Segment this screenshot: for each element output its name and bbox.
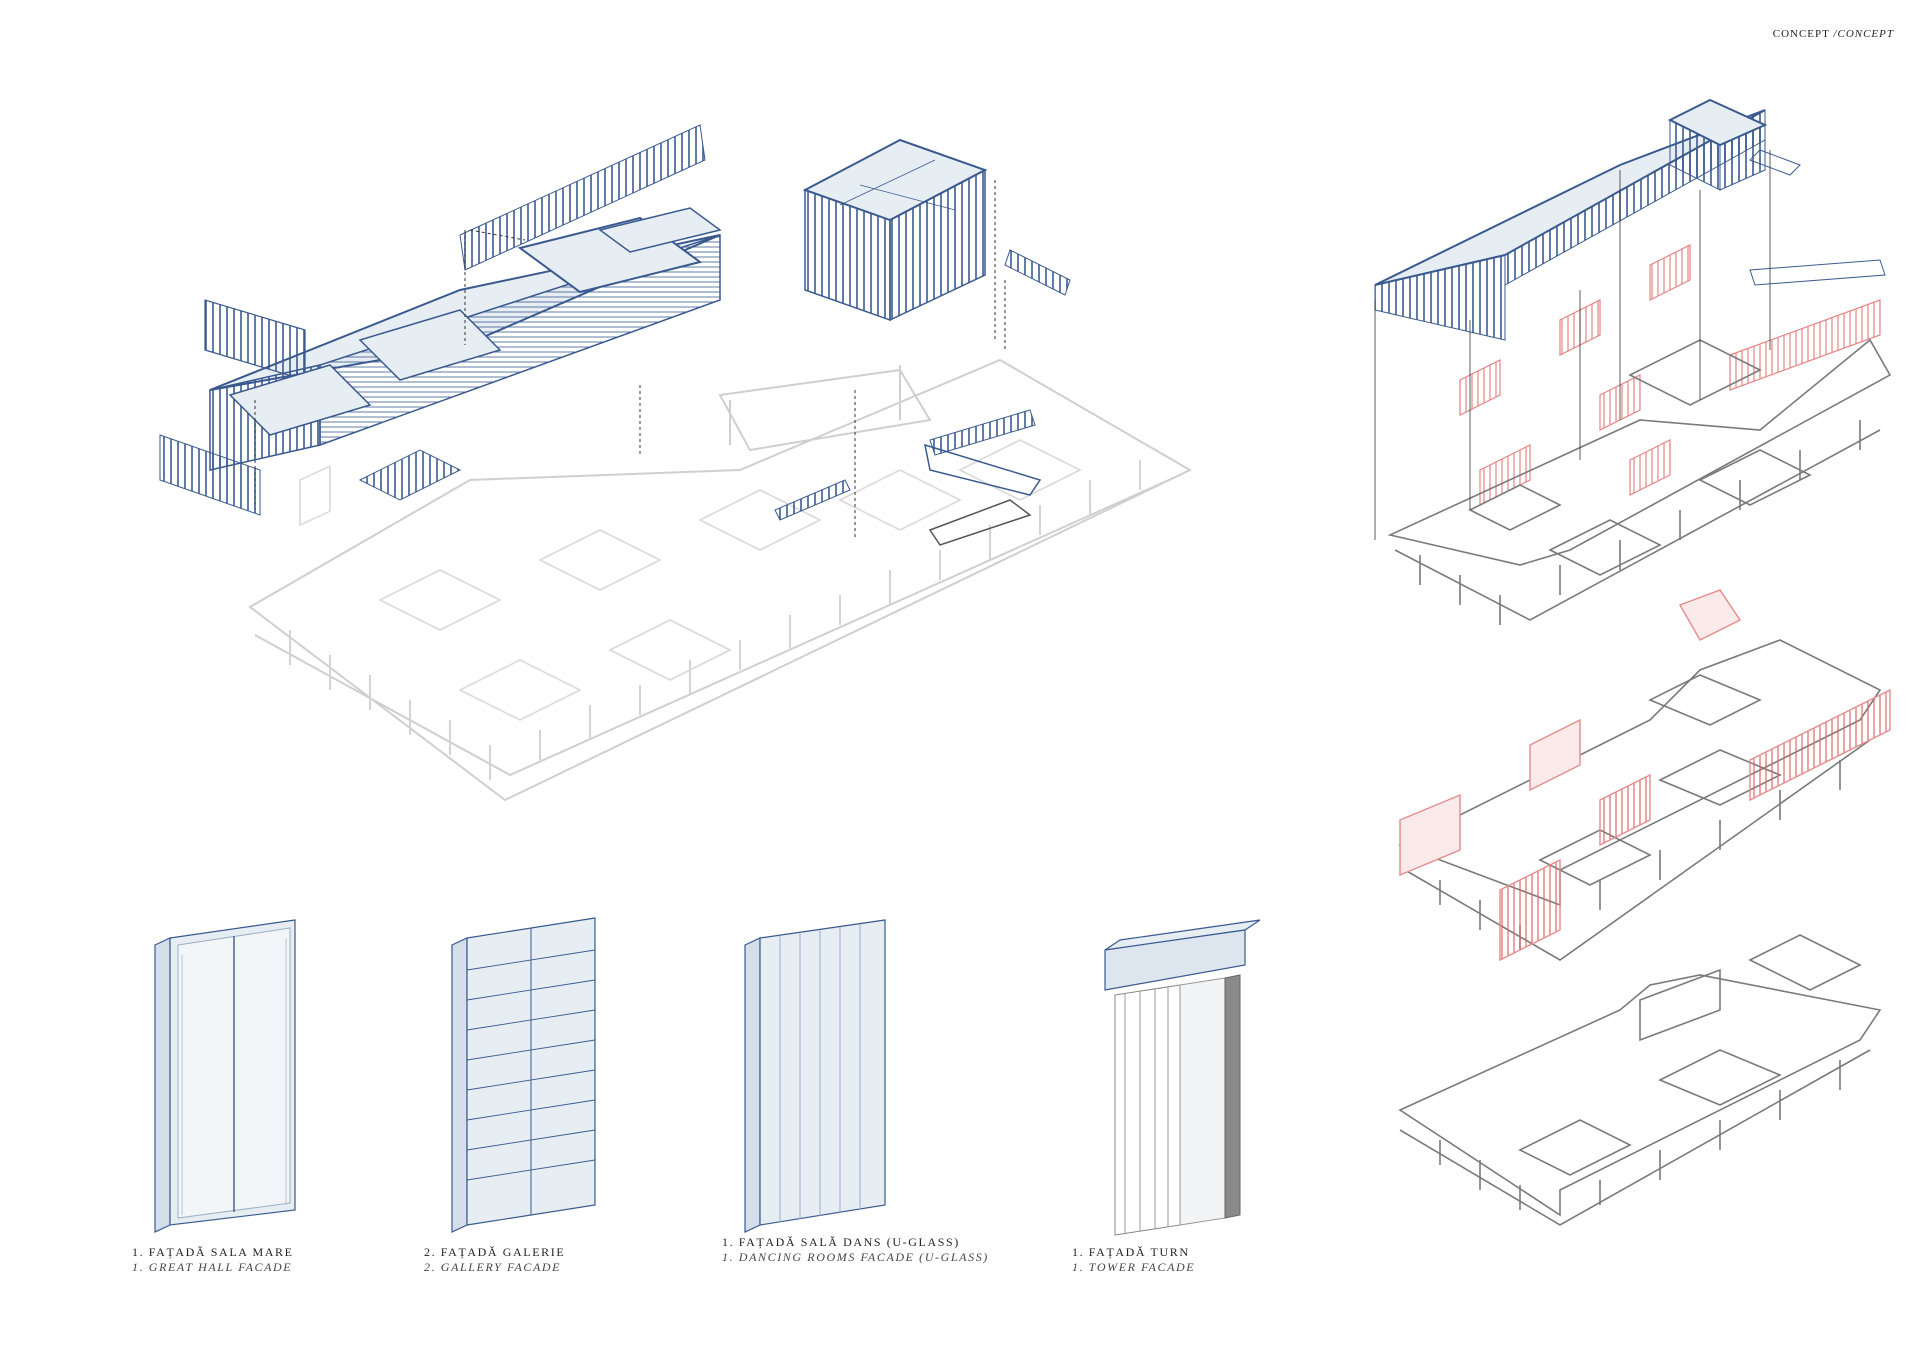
axonometric-stack-top xyxy=(1374,98,1892,625)
header-subtitle: /CONCEPT xyxy=(1833,28,1894,40)
caption-en: 1. GREAT HALL FACADE xyxy=(132,1260,293,1274)
caption-tower: 1. FAȚADĂ TURN 1. TOWER FACADE xyxy=(1072,1245,1195,1275)
caption-en: 1. DANCING ROOMS FACADE (U-GLASS) xyxy=(722,1250,989,1264)
caption-u-glass: 1. FAȚADĂ SALĂ DANS (U-GLASS) 1. DANCING… xyxy=(722,1235,989,1265)
sheet-header: CONCEPT /CONCEPT xyxy=(1773,28,1894,40)
caption-en: 2. GALLERY FACADE xyxy=(424,1260,562,1274)
facade-panel-great-hall xyxy=(154,919,296,1233)
caption-ro: 1. FAȚADĂ SALA MARE xyxy=(132,1245,294,1259)
axonometric-stack-middle xyxy=(1398,589,1891,962)
caption-gallery: 2. FAȚADĂ GALERIE 2. GALLERY FACADE xyxy=(424,1245,565,1275)
header-title: CONCEPT xyxy=(1772,28,1830,40)
facade-panel-u-glass xyxy=(744,919,886,1233)
caption-great-hall: 1. FAȚADĂ SALA MARE 1. GREAT HALL FACADE xyxy=(132,1245,294,1275)
great-hall-volume xyxy=(159,124,722,516)
projection-lines xyxy=(254,180,1006,540)
facade-panel-tower xyxy=(1104,919,1261,1236)
facade-panel-gallery xyxy=(451,917,596,1233)
caption-ro: 1. FAȚADĂ SALĂ DANS (U-GLASS) xyxy=(722,1235,960,1249)
caption-en: 1. TOWER FACADE xyxy=(1072,1260,1196,1274)
ground-floor-structure xyxy=(248,358,1193,802)
tower-volume xyxy=(774,138,1071,546)
caption-ro: 2. FAȚADĂ GALERIE xyxy=(424,1245,566,1259)
caption-ro: 1. FAȚADĂ TURN xyxy=(1072,1245,1190,1259)
axonometric-stack-bottom xyxy=(1398,934,1882,1226)
